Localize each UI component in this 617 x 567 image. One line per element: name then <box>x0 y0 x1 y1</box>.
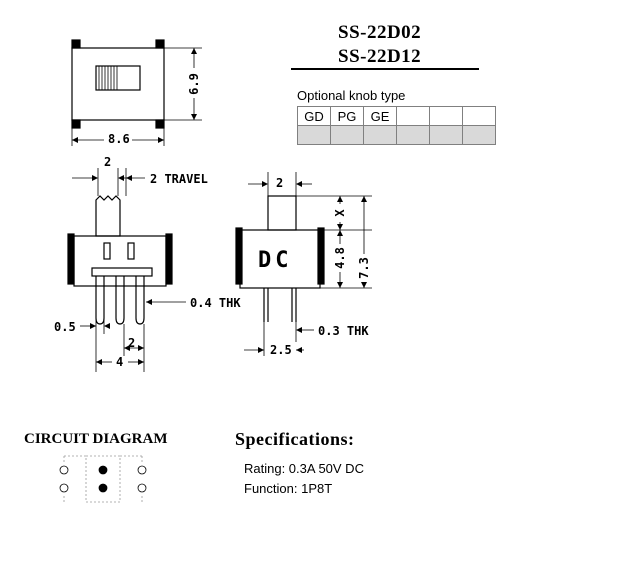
knob-swatch-cell <box>462 125 496 145</box>
front-view-label: DC <box>258 248 293 273</box>
knob-type-cell: GE <box>363 106 397 126</box>
knob-swatch-cell <box>297 125 331 145</box>
dim-pitch-top: 2 <box>104 155 112 169</box>
contact-open-icon <box>137 465 147 475</box>
dim-thickness: 0.4 THK <box>190 296 241 310</box>
knob-swatch-cell <box>396 125 430 145</box>
contact-closed-icon <box>98 465 108 475</box>
contact-closed-icon <box>98 483 108 493</box>
dim-pin-span: 2.5 <box>270 343 292 357</box>
model-number-1: SS-22D02 <box>338 22 422 43</box>
dim-body-height: 4.8 <box>333 247 347 269</box>
contact-open-icon <box>59 465 69 475</box>
knob-swatch-cell <box>363 125 397 145</box>
side-view-body <box>73 235 167 287</box>
spec-rating: Rating: 0.3A 50V DC <box>244 461 364 476</box>
circuit-diagram-title: CIRCUIT DIAGRAM <box>24 431 168 447</box>
dim-offset: 0.5 <box>54 320 76 334</box>
knob-type-cell: GD <box>297 106 331 126</box>
knob-type-table: GD PG GE <box>297 106 496 145</box>
top-view-body <box>71 47 165 121</box>
dim-x: X <box>333 209 347 217</box>
dim-width: 8.6 <box>108 132 130 146</box>
front-view-knob <box>267 195 297 231</box>
top-view-knob <box>95 65 141 91</box>
knob-type-cell <box>429 106 463 126</box>
model-number-2: SS-22D12 <box>338 46 422 67</box>
side-view-knob <box>95 195 121 237</box>
knob-caption: Optional knob type <box>297 88 406 103</box>
contact-open-icon <box>59 483 69 493</box>
knob-type-cell <box>396 106 430 126</box>
contact-open-icon <box>137 483 147 493</box>
dim-span: 4 <box>116 355 124 369</box>
knob-swatch-cell <box>330 125 364 145</box>
spec-function: Function: 1P8T <box>244 481 333 496</box>
dim-travel: 2 TRAVEL <box>150 172 208 186</box>
title-underline <box>291 68 479 70</box>
dim-pitch: 2 <box>128 336 136 350</box>
dim-total-height: 7.3 <box>357 257 371 279</box>
knob-swatch-cell <box>429 125 463 145</box>
knob-type-cell: PG <box>330 106 364 126</box>
dim-knob-width: 2 <box>276 176 284 190</box>
dim-height: 6.9 <box>187 73 201 95</box>
specifications-title: Specifications: <box>235 429 355 449</box>
dim-pin-thickness: 0.3 THK <box>318 324 369 338</box>
knob-type-cell <box>462 106 496 126</box>
